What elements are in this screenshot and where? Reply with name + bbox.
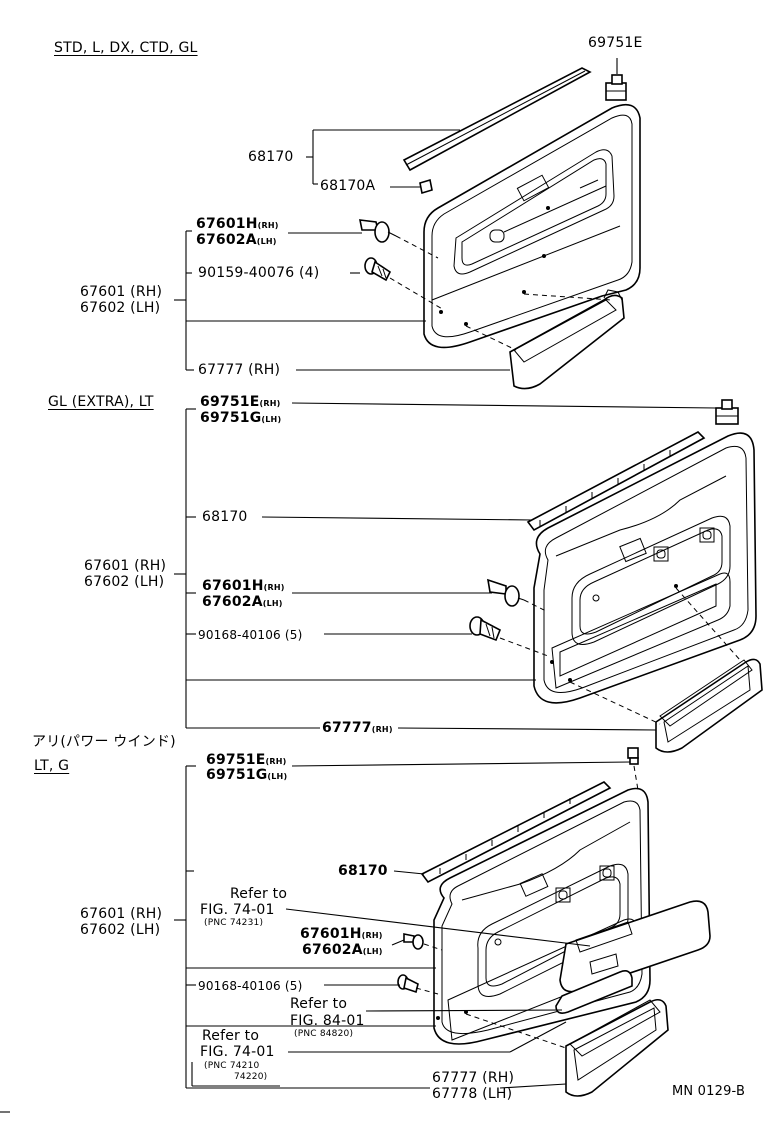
- diagram-code: MN 0129-B: [672, 1084, 746, 1099]
- label-s1-67602: 67602 (LH): [80, 300, 161, 316]
- label-s3-69751e: 69751E(RH): [206, 752, 287, 768]
- section-title-1: STD, L, DX, CTD, GL: [54, 40, 198, 56]
- label-s1-69751e: 69751E: [588, 35, 643, 51]
- clip-69751-s3: [627, 747, 639, 765]
- label-s2-67601: 67601 (RH): [84, 558, 167, 574]
- weatherstrip-68170-s3: [420, 781, 612, 884]
- label-s3-refer-2: Refer to: [290, 996, 348, 1012]
- label-s1-68170: 68170: [248, 149, 294, 165]
- door-trim-board-s3: [433, 787, 651, 1045]
- door-trim-board-s1: [423, 103, 641, 349]
- label-s3-90168: 90168-40106 (5): [198, 979, 303, 993]
- switch-bezel-s3: [559, 900, 711, 993]
- clip-69751-s2: [715, 399, 739, 425]
- label-s3-67777: 67777 (RH): [432, 1070, 515, 1086]
- fastener-67601h-s1: [358, 219, 397, 243]
- label-s2-69751g: 69751G(LH): [200, 410, 282, 426]
- label-s3-67602: 67602 (LH): [80, 922, 161, 938]
- label-s3-pnc-3a: (PNC 74210: [204, 1061, 260, 1071]
- clip-69751e-s1: [605, 74, 627, 101]
- weatherstrip-68170-s2: [526, 431, 706, 532]
- label-s1-67601h: 67601H(RH): [196, 216, 279, 232]
- label-s3-pnc-1: (PNC 74231): [204, 918, 264, 928]
- label-s3-67602a: 67602A(LH): [302, 942, 383, 958]
- label-s2-68170: 68170: [202, 509, 248, 525]
- label-s1-90159: 90159-40076 (4): [198, 265, 320, 281]
- label-s1-67602a: 67602A(LH): [196, 232, 277, 248]
- section-2-drawing: [174, 399, 763, 753]
- label-s3-67601h: 67601H(RH): [300, 926, 383, 942]
- clip-68170a: [419, 178, 433, 195]
- label-s2-67602a: 67602A(LH): [202, 594, 283, 610]
- label-s2-67777: 67777(RH): [322, 720, 393, 736]
- label-s2-90168: 90168-40106 (5): [198, 628, 303, 642]
- label-s3-69751g: 69751G(LH): [206, 767, 288, 783]
- label-s2-67602: 67602 (LH): [84, 574, 165, 590]
- fastener-67601h-s3: [403, 933, 424, 950]
- label-s3-fig-2: FIG. 84-01: [290, 1013, 365, 1029]
- label-s3-67601: 67601 (RH): [80, 906, 163, 922]
- label-s1-68170a: 68170A: [320, 178, 376, 194]
- label-s3-fig-1: FIG. 74-01: [200, 902, 275, 918]
- label-s3-68170: 68170: [338, 863, 388, 879]
- section-title-2: GL (EXTRA), LT: [48, 394, 154, 410]
- label-s3-pnc-2: (PNC 84820): [294, 1029, 354, 1039]
- screw-90159-s1: [364, 257, 392, 282]
- section-1-drawing: [174, 58, 641, 390]
- label-s3-refer-1: Refer to: [230, 886, 288, 902]
- section-title-3: LT, G: [34, 758, 70, 774]
- armrest-67777-s1: [509, 289, 625, 390]
- fastener-67601h-s2: [486, 578, 525, 607]
- armrest-67777-s3: [565, 998, 669, 1097]
- section-3-drawing: [174, 747, 711, 1097]
- label-s1-67777: 67777 (RH): [198, 362, 281, 378]
- label-s2-67601h: 67601H(RH): [202, 578, 285, 594]
- label-s2-69751e: 69751E(RH): [200, 394, 281, 410]
- screw-90168-s2: [469, 616, 502, 642]
- door-trim-board-s2: [533, 432, 757, 704]
- label-s3-refer-3: Refer to: [202, 1028, 260, 1044]
- label-s3-fig-3: FIG. 74-01: [200, 1044, 275, 1060]
- weatherstrip-68170-s1: [402, 67, 592, 172]
- screw-90168-s3: [397, 974, 419, 994]
- label-s1-67601: 67601 (RH): [80, 284, 163, 300]
- section-note-3: アリ(パワー ウインド): [32, 734, 176, 750]
- armrest-67777-s2: [655, 658, 763, 753]
- label-s3-pnc-3b: 74220): [234, 1072, 268, 1082]
- label-s3-67778: 67778 (LH): [432, 1086, 513, 1102]
